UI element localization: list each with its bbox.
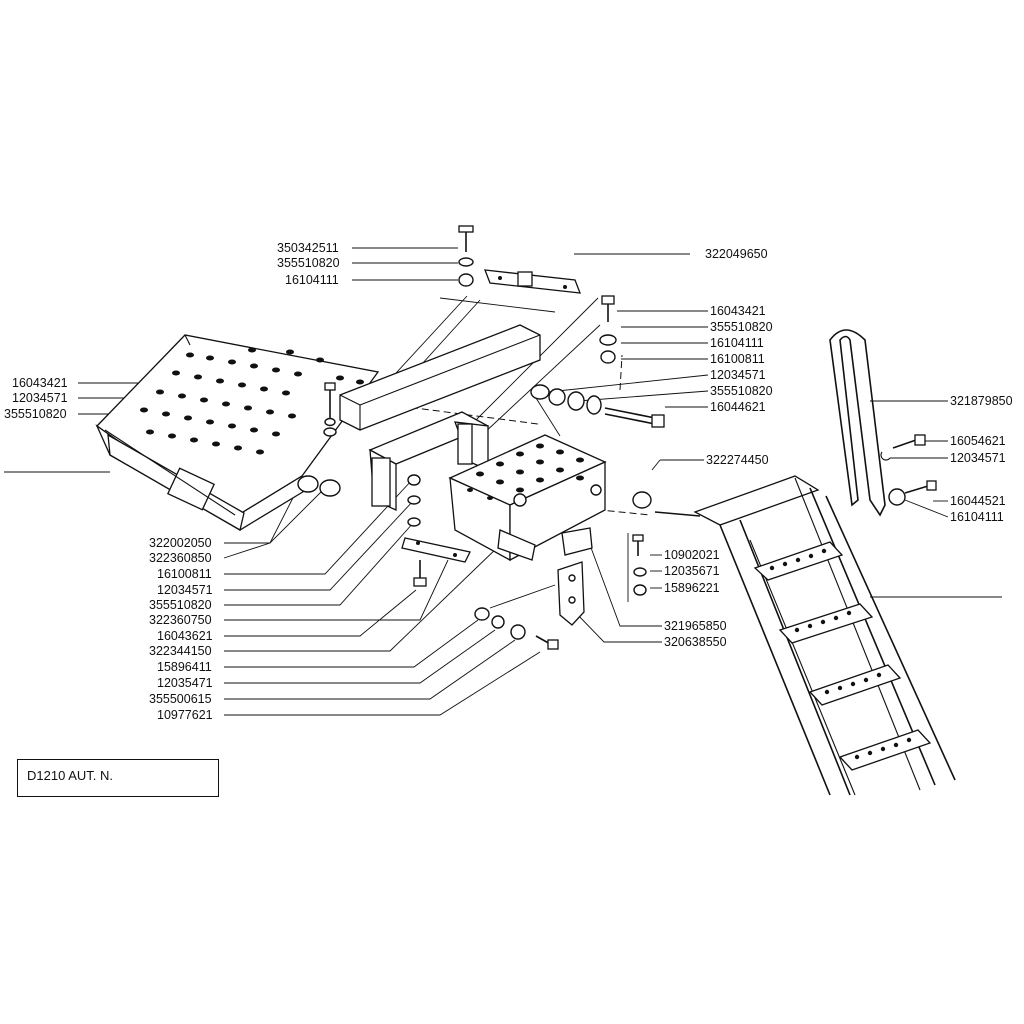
tread-holes xyxy=(769,548,912,760)
part-label: 16043421 xyxy=(710,304,766,318)
part-label: 12035471 xyxy=(157,676,213,690)
part-label: 15896221 xyxy=(664,581,720,595)
part-label: 355510820 xyxy=(4,407,67,421)
part-label: 322049650 xyxy=(705,247,768,261)
part-label: 355510820 xyxy=(710,384,773,398)
support-bar xyxy=(339,324,541,431)
part-label: 16100811 xyxy=(157,567,212,581)
part-label: 355500615 xyxy=(149,692,212,706)
part-label: 322344150 xyxy=(149,644,212,658)
ladder xyxy=(654,475,956,796)
part-label: 10977621 xyxy=(157,708,213,722)
part-number-labels: 350342511 355510820 16104111 322049650 1… xyxy=(4,241,1013,722)
part-label: 12034571 xyxy=(950,451,1006,465)
center-bracket xyxy=(368,411,490,512)
part-label: 16104111 xyxy=(950,510,1004,524)
step-box-holes xyxy=(467,443,584,500)
drawing-code: D1210 AUT. N. xyxy=(27,768,113,783)
part-label: 355510820 xyxy=(710,320,773,334)
part-label: 322360750 xyxy=(149,613,212,627)
part-label: 321965850 xyxy=(664,619,727,633)
part-label: 12034571 xyxy=(12,391,68,405)
lower-brackets xyxy=(401,474,647,650)
part-label: 15896411 xyxy=(157,660,212,674)
part-label: 16100811 xyxy=(710,352,765,366)
part-label: 16043421 xyxy=(12,376,68,390)
part-label: 321879850 xyxy=(950,394,1013,408)
part-label: 16044521 xyxy=(950,494,1006,508)
platform-deck xyxy=(95,334,380,531)
part-label: 322274450 xyxy=(706,453,769,467)
part-label: 12034571 xyxy=(710,368,766,382)
part-label: 16054621 xyxy=(950,434,1006,448)
part-label: 322360850 xyxy=(149,551,212,565)
part-label: 16043621 xyxy=(157,629,213,643)
part-label: 355510820 xyxy=(277,256,340,270)
hinge-plate xyxy=(458,225,581,294)
part-label: 350342511 xyxy=(277,241,339,255)
platform-perforations xyxy=(140,347,364,455)
right-upper-hardware xyxy=(530,295,665,509)
part-label: 355510820 xyxy=(149,598,212,612)
part-label: 10902021 xyxy=(664,548,720,562)
part-label: 16044621 xyxy=(710,400,766,414)
handrail xyxy=(829,329,937,517)
part-label: 16104111 xyxy=(710,336,764,350)
part-label: 16104111 xyxy=(285,273,339,287)
part-label: 12034571 xyxy=(157,583,213,597)
part-label: 322002050 xyxy=(149,536,212,550)
part-label: 12035671 xyxy=(664,564,720,578)
center-step-box xyxy=(448,434,607,562)
part-label: 320638550 xyxy=(664,635,727,649)
drawing-title-block: D1210 AUT. N. xyxy=(17,759,219,797)
